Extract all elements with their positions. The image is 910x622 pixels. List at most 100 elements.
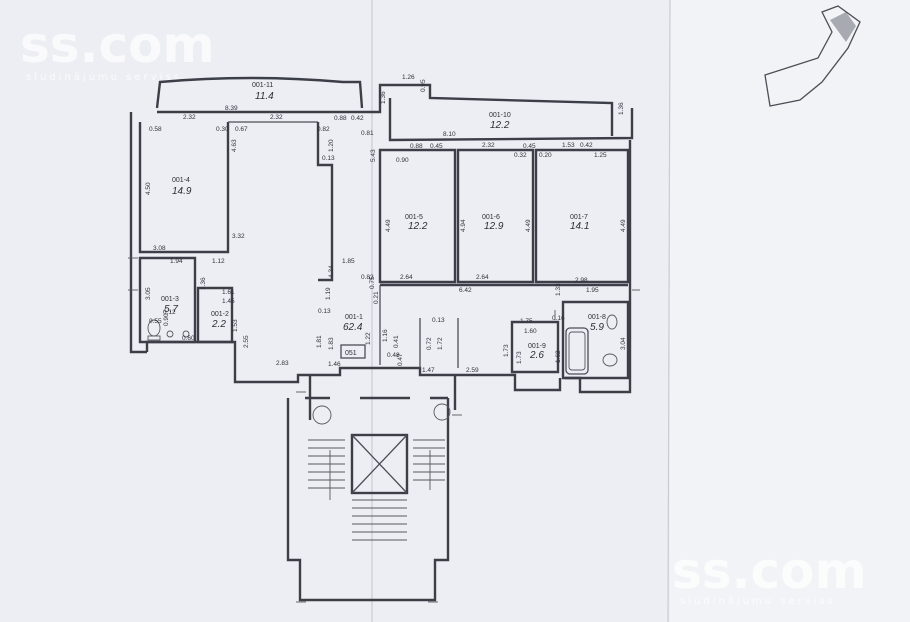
dimension-label: 3.08: [153, 245, 166, 252]
dimension-label: 2.32: [183, 114, 196, 121]
dimension-label: 1.20: [328, 139, 335, 152]
sink-icon: [166, 330, 190, 338]
paper-right-sheet: [670, 0, 910, 622]
dimension-label: 0.90: [163, 313, 170, 326]
dimension-label: 0.72: [426, 337, 433, 350]
dimension-label: 0.75: [369, 276, 376, 289]
watermark-tagline: sludinājumu serviss: [26, 72, 182, 83]
room-code: 001-10: [489, 112, 511, 119]
dimension-label: 4.49: [525, 219, 532, 232]
room-area: 2.6: [529, 350, 544, 361]
dimension-label: 1.83: [328, 337, 335, 350]
dimension-label: 1.36: [618, 102, 625, 115]
dimension-label: 1.75: [520, 318, 533, 325]
dimension-label: 0.47: [397, 353, 404, 366]
dimension-label: 0.88: [410, 143, 423, 150]
dimension-label: 2.64: [400, 274, 413, 281]
dimension-label: 0.12: [163, 309, 176, 316]
dimension-label: 0.13: [432, 317, 445, 324]
dimension-label: 0.45: [430, 143, 443, 150]
dimension-label: 1.61: [222, 289, 235, 296]
dimension-label: 1.36: [200, 277, 207, 290]
dimension-label: 0.32: [514, 152, 527, 159]
room-area: 14.9: [172, 186, 192, 197]
room-code: 001-5: [405, 214, 423, 221]
dimension-label: 1.62: [555, 350, 562, 363]
dimension-label: 0.95: [420, 79, 427, 92]
dimension-label: 1.45: [222, 298, 235, 305]
dimension-label: 1.72: [437, 337, 444, 350]
dimension-label: 0.13: [322, 155, 335, 162]
dimension-label: 1.33: [555, 283, 562, 296]
room-area: 12.2: [408, 221, 428, 232]
dimension-label: 1.53: [232, 319, 239, 332]
dimension-label: 4.34: [328, 265, 335, 278]
dimension-label: 1.81: [316, 335, 323, 348]
dimension-label: 0.58: [149, 126, 162, 133]
room-labels: 001-11 11.4 001-10 12.2 001-4 14.9 001-5…: [161, 82, 606, 361]
watermark-logo: ss.com: [20, 16, 215, 74]
paper-left-sheet: [0, 0, 372, 622]
staircase: [286, 375, 457, 602]
room-code: 001-2: [211, 311, 229, 318]
dimension-label: 1.25: [594, 152, 607, 159]
dimension-label: 3.05: [145, 287, 152, 300]
dimension-label: 0.81: [361, 130, 374, 137]
paper-fold-line: [667, 0, 671, 622]
dimension-label: 0.42: [351, 115, 364, 122]
room-area: 11.4: [255, 91, 274, 102]
dimension-label: 1.73: [516, 351, 523, 364]
room-code: 001-7: [570, 214, 588, 221]
interior-walls: [138, 121, 630, 380]
dimension-label: 0.16: [552, 315, 565, 322]
dimension-label: 2.83: [276, 360, 289, 367]
dimension-label: 8.39: [225, 105, 238, 112]
dimension-label: 0.45: [523, 143, 536, 150]
room-code: 001-9: [528, 343, 546, 350]
room-code: 001-1: [345, 314, 363, 321]
watermark-tagline: sludinājumu serviss: [680, 596, 836, 607]
dimension-label: 0.30: [216, 126, 229, 133]
dimension-label: 0.48: [387, 352, 400, 359]
dimension-label: 1.46: [328, 361, 341, 368]
room-area: 12.9: [484, 221, 504, 232]
wall-ticks: [128, 257, 640, 603]
dimension-label: 1.12: [212, 258, 225, 265]
room-area: 14.1: [570, 221, 589, 232]
dimension-label: 1.95: [586, 287, 599, 294]
dimension-label: 0.82: [361, 274, 374, 281]
dimension-label: 0.13: [318, 308, 331, 315]
room-code: 001-4: [172, 177, 190, 184]
room-area: 62.4: [343, 322, 363, 333]
key-plan-icon: [764, 5, 861, 107]
dimension-label: 0.20: [539, 152, 552, 159]
dimension-label: 1.94: [170, 258, 183, 265]
dimension-label: 4.63: [231, 139, 238, 152]
dimension-label: 4.50: [145, 182, 152, 195]
elevator-icon: [350, 433, 409, 495]
room-code: 001-11: [252, 82, 273, 89]
dimension-label: 6.42: [459, 287, 472, 294]
dimension-label: 2.32: [482, 142, 495, 149]
dimension-label: 2.32: [270, 114, 283, 121]
dimension-label: 0.90: [396, 157, 409, 164]
room-area: 2.2: [211, 319, 226, 330]
dimension-label: 2.64: [476, 274, 489, 281]
dimension-labels: 1.26 0.95 1.36 8.39 2.32 0.58 0.30 0.67 …: [145, 74, 627, 374]
dimension-label: 1.60: [524, 328, 537, 335]
room-code: 001-6: [482, 214, 500, 221]
bathtub-icon: [565, 327, 589, 375]
room-code: 001-3: [161, 296, 179, 303]
dimension-label: 8.10: [443, 131, 456, 138]
dimension-label: 0.41: [393, 335, 400, 348]
room-code: 001-8: [588, 314, 606, 321]
dimension-label: 2.55: [243, 335, 250, 348]
dimension-label: 1.16: [382, 329, 389, 342]
dimension-label: 0.67: [235, 126, 248, 133]
apartment-label-box: [340, 344, 366, 359]
watermark-logo: ss.com: [672, 542, 867, 600]
paper-middle-sheet: [372, 0, 670, 622]
dimension-label: 4.94: [460, 219, 467, 232]
dimension-label: 3.04: [620, 337, 627, 350]
